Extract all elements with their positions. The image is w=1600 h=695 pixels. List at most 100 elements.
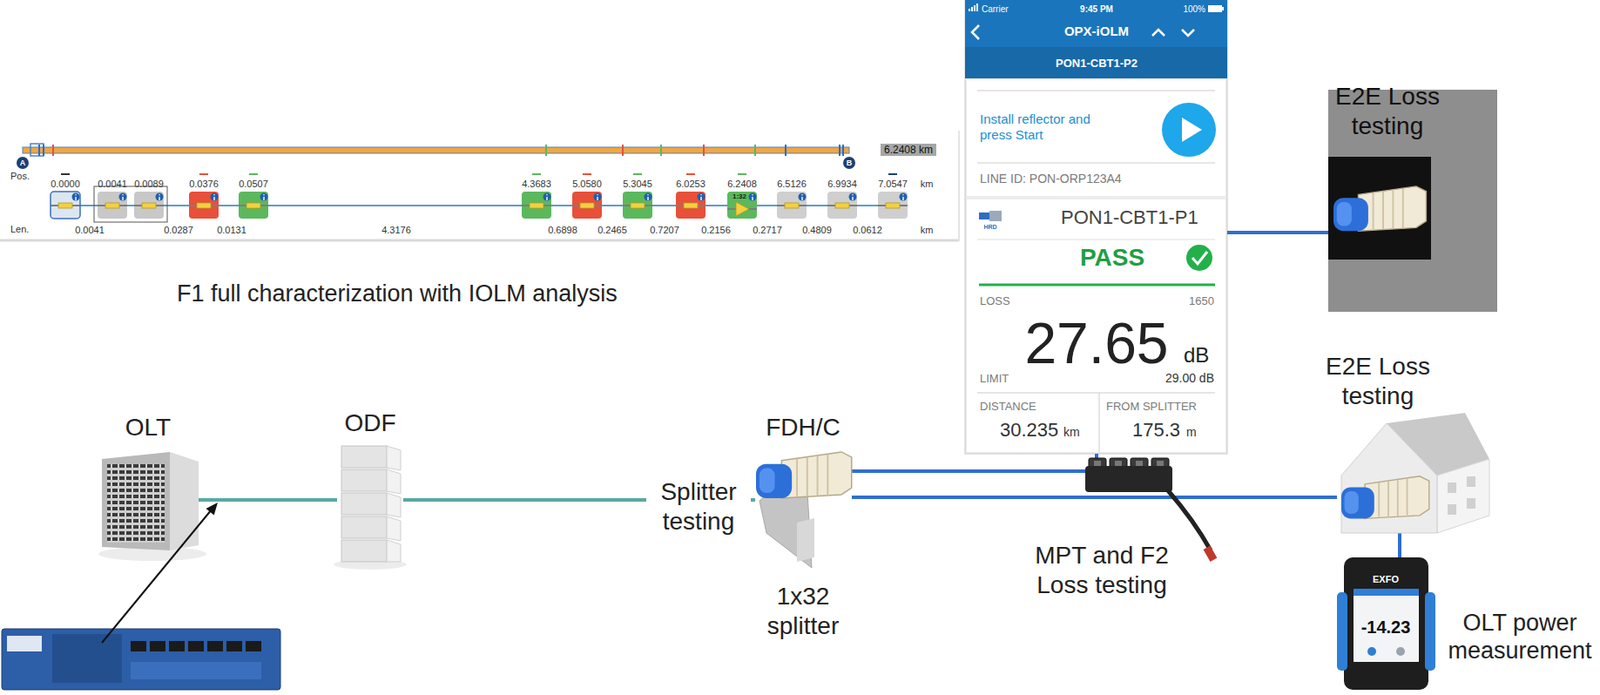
unit-label: km [920, 178, 934, 190]
position-value: 0.0041 [97, 178, 128, 190]
length-value: 0.0041 [74, 224, 105, 237]
odf-icon-part [341, 445, 387, 468]
phone-screen-part [971, 6, 973, 12]
house-icon-part [1466, 476, 1476, 487]
distance-badge: 6.2408 km [880, 143, 937, 156]
odf-icon-part [386, 469, 401, 494]
meter-reading: -14.23 [1361, 616, 1411, 638]
unit-label: m [1186, 425, 1197, 440]
phone-screen-part [968, 8, 971, 12]
phone-screen [965, 0, 1228, 454]
iolm-trace-part [776, 191, 807, 219]
network-element: E2E Loss testing [1336, 419, 1490, 534]
house-icon-part [1466, 498, 1476, 509]
phone-screen-part [1161, 102, 1216, 157]
pointer-arrow [101, 502, 218, 643]
odf-icon-part [386, 492, 401, 518]
element-label: ODF [330, 408, 410, 439]
iolm-trace-part [751, 196, 753, 201]
pointer-arrow-part [101, 509, 212, 643]
length-value: 0.0131 [216, 224, 247, 237]
iolm-trace-part [97, 191, 128, 219]
field-label: LOSS [979, 294, 1011, 309]
loss-value: 27.65 [1024, 309, 1168, 379]
field-label: FROM SPLITTER [1106, 399, 1197, 414]
phone-screen-part [1099, 392, 1101, 453]
position-value: 5.0580 [572, 178, 602, 190]
test-unit-part [245, 641, 262, 652]
iolm-trace-part [582, 173, 592, 176]
odf-icon-part [386, 540, 401, 562]
fiber-link [851, 495, 1337, 500]
test-unit-part [226, 641, 243, 652]
position-value: 6.9934 [827, 178, 858, 190]
mpt-terminal-part [1156, 460, 1164, 466]
fdh-cabinet [756, 452, 852, 568]
marker-letter: A [20, 158, 27, 169]
iolm-trace-part [249, 173, 258, 176]
iolm-trace-part [22, 147, 850, 154]
iolm-trace-part [52, 144, 55, 156]
phone-screen-part [965, 0, 1228, 454]
olt-icon [98, 452, 207, 561]
field-label: LIMIT [979, 371, 1009, 386]
phone-screen-part [1152, 29, 1165, 36]
caption-text: F1 full characterization with IOLM analy… [176, 279, 618, 308]
element-label: 1x32 splitter [755, 581, 851, 641]
odf-icon-part [341, 469, 387, 492]
marker-letter: B [846, 158, 853, 169]
element-label: E2E Loss testing [1316, 351, 1439, 411]
iolm-trace-part [50, 191, 81, 219]
phone-screen-part [1181, 29, 1195, 36]
phone-screen-part [977, 239, 1216, 241]
odf-icon-part [341, 540, 387, 562]
iolm-trace-part [38, 144, 41, 156]
unit-label: dB [1183, 343, 1209, 369]
distance-value: 175.3 [1132, 418, 1181, 442]
phone-screen-part [972, 25, 979, 40]
test-unit-part [1, 628, 281, 690]
fiber-drop [849, 232, 1400, 560]
iolm-trace-part [958, 130, 960, 242]
mpt-terminal-part [1167, 489, 1211, 551]
element-label: FDH/C [750, 412, 856, 443]
status-text: 9:45 PM [1080, 4, 1114, 15]
axis-label: Pos. [10, 170, 30, 183]
iolm-trace-part [838, 144, 841, 156]
iolm-trace-part [702, 144, 705, 156]
iolm-trace-part [633, 173, 642, 176]
test-label: Splitter testing [646, 477, 751, 536]
iolm-trace-part [622, 191, 653, 219]
phone-screen-part [966, 80, 1226, 196]
status-text: Carrier [981, 4, 1009, 15]
iolm-trace-part [521, 191, 552, 219]
phone-screen-part [965, 47, 1228, 79]
odf-icon [333, 445, 407, 570]
test-unit-part [207, 641, 223, 652]
brand-mark: EXFO [1372, 573, 1399, 586]
iolm-trace-part [16, 156, 29, 169]
house-icon [1341, 412, 1490, 534]
iolm-trace-part [877, 191, 908, 219]
status-text: 100% [1182, 4, 1206, 15]
phone-screen-part [1208, 5, 1222, 13]
iolm-trace-part [532, 173, 541, 176]
length-value: 0.6898 [547, 224, 578, 237]
phone-screen-part [1221, 6, 1224, 11]
axis-label: Len. [10, 223, 29, 236]
odf-icon-part [341, 492, 387, 515]
iolm-trace-part [843, 156, 856, 169]
icon-caption: HRD [983, 223, 997, 231]
e2e-photo-part [1333, 186, 1426, 231]
odf-icon-part [386, 445, 401, 471]
e2e-photo-part [1328, 156, 1432, 260]
network-element: ODF [337, 444, 404, 567]
phone-screen-part [978, 212, 990, 220]
iolm-trace-part [572, 191, 602, 219]
house-icon-part [1437, 459, 1490, 534]
house-icon-part [1447, 482, 1457, 493]
power-meter-part [1343, 557, 1429, 690]
position-value: 5.3045 [622, 178, 653, 190]
iolm-trace-part [621, 144, 624, 156]
